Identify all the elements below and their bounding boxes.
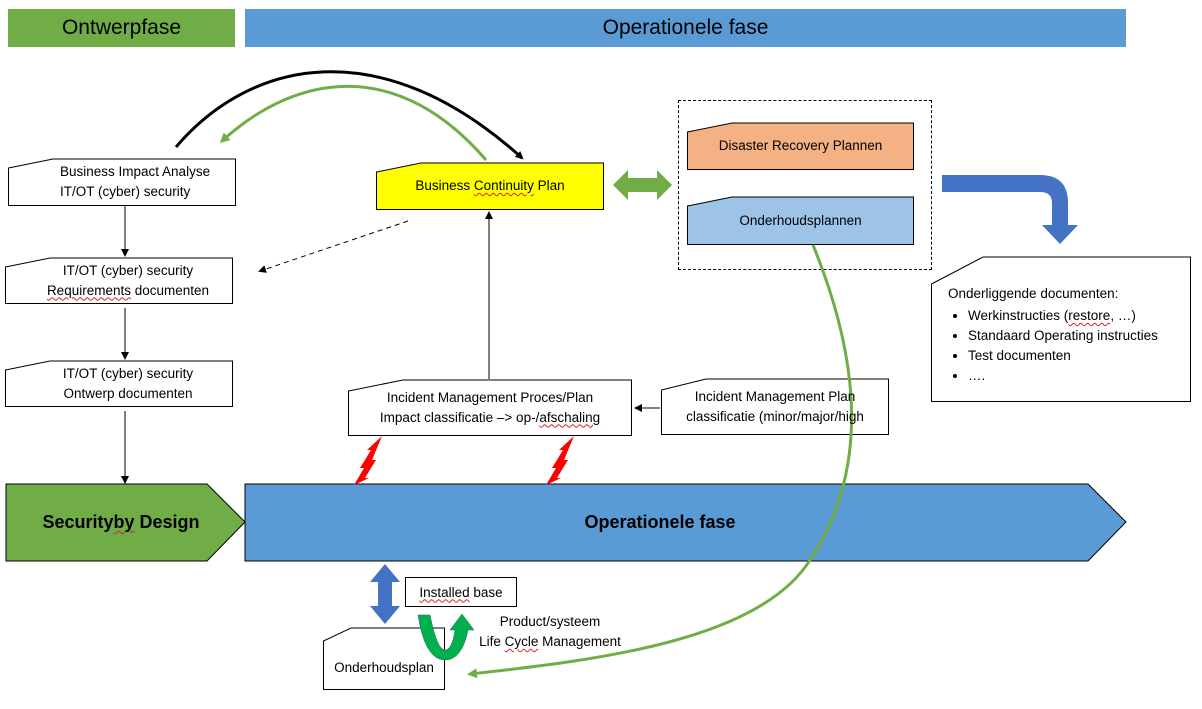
design-phase-header: Ontwerpfase bbox=[8, 9, 235, 47]
installed-base-box[interactable]: Installed base bbox=[405, 577, 517, 607]
operational-phase-arrow-label: Operationele fase bbox=[584, 512, 736, 532]
incident-plan-box[interactable]: Incident Management Plan classificatie (… bbox=[661, 378, 889, 435]
doc-shape bbox=[931, 256, 1191, 402]
bia-line2: IT/OT (cyber) security bbox=[60, 184, 191, 199]
drp-box[interactable]: Disaster Recovery Plannen bbox=[687, 122, 914, 170]
incident-process-line2a: Impact classificatie –> op-/ bbox=[379, 409, 540, 425]
design-docs-line2: Ontwerp documenten bbox=[63, 385, 193, 401]
incident-process-line2b: afschaling bbox=[539, 409, 601, 425]
list-item: Standaard Operating instructies bbox=[968, 326, 1191, 346]
requirements-word: Requirements bbox=[46, 282, 131, 298]
bcp-label-c: Plan bbox=[533, 178, 565, 193]
underlying-docs-title: Onderliggende documenten: bbox=[948, 286, 1119, 301]
lcm-line1: Product/systeem bbox=[499, 614, 601, 629]
design-docs-line1: IT/OT (cyber) security bbox=[62, 365, 194, 381]
maintenance-plans-label: Onderhoudsplannen bbox=[739, 212, 862, 228]
lcm-text: Product/systeem Life Cycle Management bbox=[470, 612, 630, 652]
maintenance-plans-box[interactable]: Onderhoudsplannen bbox=[687, 196, 914, 245]
operational-phase-header: Operationele fase bbox=[245, 9, 1126, 47]
onderhoudsplan-label: Onderhoudsplan bbox=[334, 659, 434, 675]
doc-shape bbox=[5, 257, 233, 304]
incident-plan-line1: Incident Management Plan bbox=[694, 388, 856, 404]
doc-shape bbox=[687, 122, 914, 170]
doc-shape bbox=[687, 196, 914, 245]
bcp-label-a: Business bbox=[415, 178, 474, 193]
incident-plan-line2: classificatie (minor/major/high bbox=[686, 408, 864, 424]
lcm-line2: Life Cycle Management bbox=[479, 634, 621, 649]
bia-line1: Business Impact Analyse bbox=[60, 164, 211, 179]
design-docs-box[interactable]: IT/OT (cyber) security Ontwerp documente… bbox=[5, 360, 233, 407]
drp-label: Disaster Recovery Plannen bbox=[718, 138, 883, 153]
requirements-line1: IT/OT (cyber) security bbox=[62, 262, 194, 278]
requirements-box[interactable]: IT/OT (cyber) security Requirements docu… bbox=[5, 257, 233, 304]
doc-shape bbox=[376, 162, 604, 210]
onderhoudsplan-box[interactable]: Onderhoudsplan bbox=[323, 627, 445, 690]
security-by-design-label: Security by Design bbox=[42, 512, 200, 532]
underlying-docs-box[interactable]: Onderliggende documenten: Werkinstructie… bbox=[931, 256, 1191, 402]
list-item: …. bbox=[968, 366, 1191, 386]
bcp-box[interactable]: Business Continuity Plan bbox=[376, 162, 604, 210]
underlying-docs-list: Werkinstructies (restore, …) Standaard O… bbox=[948, 306, 1191, 386]
doc-shape bbox=[8, 158, 236, 206]
list-item: Test documenten bbox=[968, 346, 1191, 366]
incident-process-line1: Incident Management Proces/Plan bbox=[386, 389, 594, 405]
list-item: Werkinstructies (restore, …) bbox=[968, 306, 1191, 326]
bia-box[interactable]: Business Impact Analyse IT/OT (cyber) se… bbox=[8, 158, 236, 206]
bcp-label-b: Continuity bbox=[473, 178, 534, 193]
requirements-suffix: documenten bbox=[134, 282, 210, 298]
security-by-design-arrow bbox=[5, 483, 246, 562]
operational-phase-label: Operationele fase bbox=[602, 16, 769, 39]
design-phase-label: Ontwerpfase bbox=[61, 16, 182, 39]
doc-shape bbox=[5, 360, 233, 407]
incident-process-box[interactable]: Incident Management Proces/Plan Impact c… bbox=[348, 379, 632, 436]
